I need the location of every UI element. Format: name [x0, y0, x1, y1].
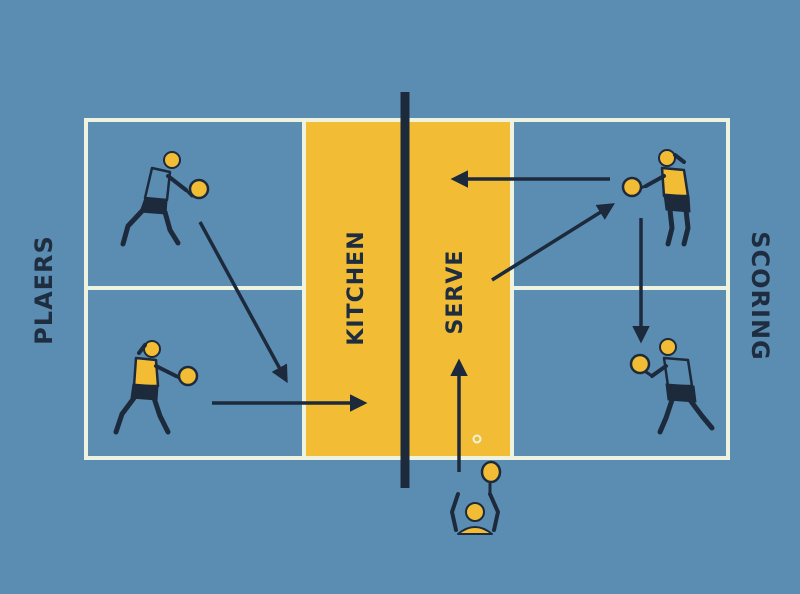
player-icon — [450, 460, 502, 535]
paddle-icon — [629, 353, 651, 375]
right-side-label: SCORING — [746, 231, 774, 361]
left-side-label: PLAERS — [30, 235, 58, 345]
paddle-icon — [177, 365, 199, 387]
court — [84, 92, 730, 488]
paddle-icon — [188, 178, 210, 200]
paddle-icon — [480, 460, 502, 484]
arrows — [198, 170, 650, 472]
player-icon — [621, 149, 691, 247]
arrow-icon — [198, 221, 288, 384]
serve-label: SERVE — [443, 250, 468, 335]
player-icon — [120, 151, 210, 247]
ball-icon — [472, 434, 482, 444]
player-icon — [113, 340, 199, 435]
player-icon — [629, 338, 715, 435]
arrow-icon — [491, 203, 615, 282]
paddle-icon — [621, 176, 643, 198]
kitchen-label: KITCHEN — [344, 230, 369, 345]
